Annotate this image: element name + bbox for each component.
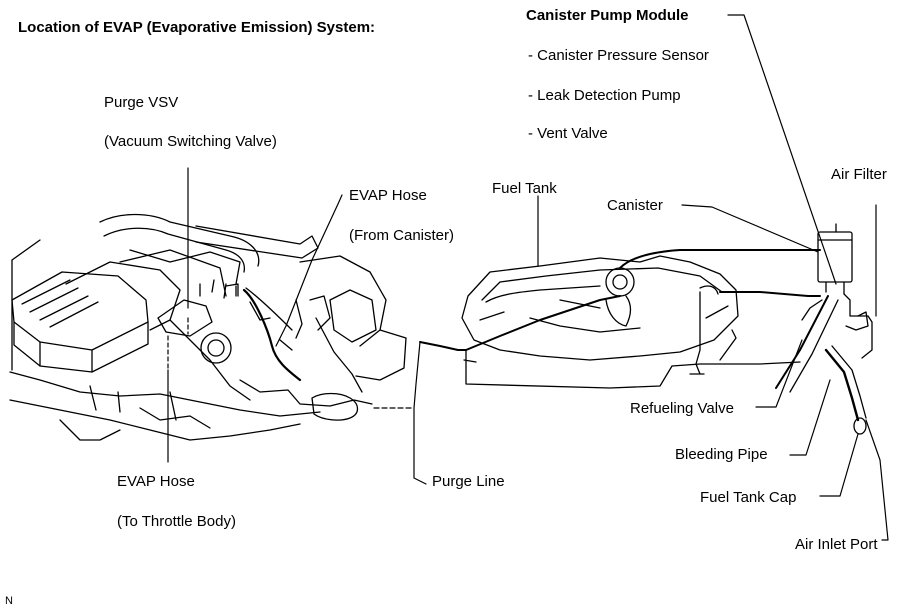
refueling-valve-label: Refueling Valve <box>630 400 734 417</box>
bleeding-pipe-label: Bleeding Pipe <box>675 446 768 463</box>
evap-hose-throttle-sub-label: (To Throttle Body) <box>117 513 236 530</box>
air-inlet-port-label: Air Inlet Port <box>795 536 878 553</box>
purge-line-pipe <box>419 341 467 351</box>
footer-code: N <box>5 595 13 607</box>
evap-hose-canister-sub-label: (From Canister) <box>349 227 455 244</box>
air-filter-label: Air Filter <box>831 166 887 183</box>
canister-pressure-sensor-label: - Canister Pressure Sensor <box>528 47 709 64</box>
leader-lines <box>167 14 889 541</box>
canister-label: Canister <box>607 197 663 214</box>
fuel-tank-cap-label: Fuel Tank Cap <box>700 489 797 506</box>
purge-line-label: Purge Line <box>432 473 505 490</box>
purge-vsv-label: Purge VSV <box>104 94 179 111</box>
evap-hose-throttle-label: EVAP Hose <box>117 473 195 490</box>
page-title: Location of EVAP (Evaporative Emission) … <box>18 19 376 36</box>
leak-detection-pump-label: - Leak Detection Pump <box>528 87 681 104</box>
purge-vsv-full-label: (Vacuum Switching Valve) <box>104 133 277 150</box>
canister-pump-module-label: Canister Pump Module <box>526 7 689 24</box>
evap-hose-canister-label: EVAP Hose <box>349 187 427 204</box>
fuel-system-illustration <box>419 223 873 435</box>
engine-illustration <box>9 213 407 441</box>
fuel-tank-outline <box>461 255 739 361</box>
vent-valve-label: - Vent Valve <box>528 125 608 142</box>
fuel-tank-label: Fuel Tank <box>492 180 557 197</box>
